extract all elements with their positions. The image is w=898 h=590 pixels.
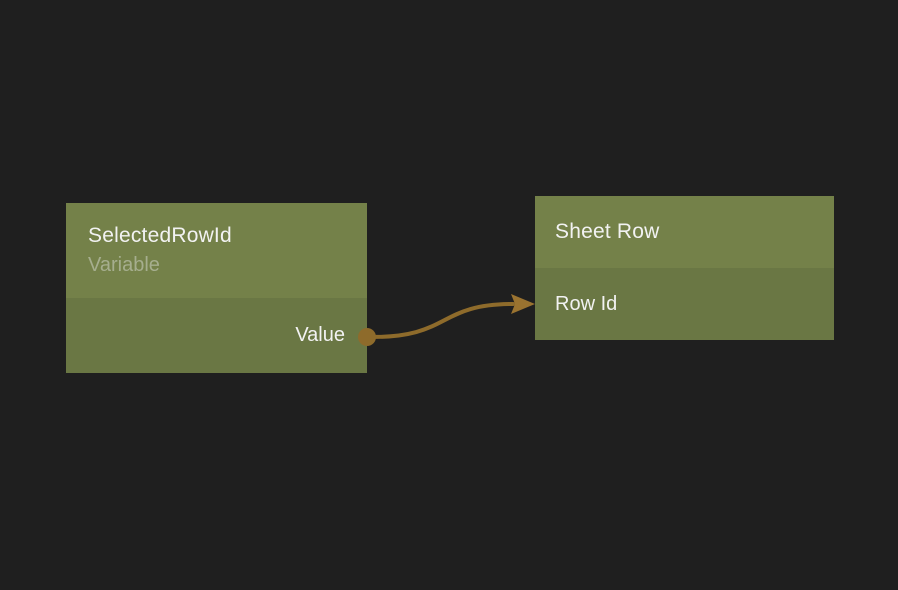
- input-port-label: Row Id: [555, 292, 618, 315]
- sheet-row-node-header: Sheet Row: [535, 196, 834, 268]
- output-port-label: Value: [295, 324, 345, 346]
- node-title: Sheet Row: [555, 220, 660, 243]
- connection-wire[interactable]: [366, 302, 515, 340]
- node-subtitle: Variable: [88, 254, 160, 276]
- node-title: SelectedRowId: [88, 224, 232, 247]
- variable-node-header: SelectedRowId Variable: [66, 203, 367, 298]
- sheet-row-node[interactable]: Sheet Row Row Id: [535, 196, 834, 340]
- output-port-row: Value: [66, 298, 367, 373]
- variable-node[interactable]: SelectedRowId Variable Value: [66, 203, 376, 373]
- output-port-dot[interactable]: [358, 328, 376, 346]
- input-port-row[interactable]: Row Id: [535, 268, 834, 340]
